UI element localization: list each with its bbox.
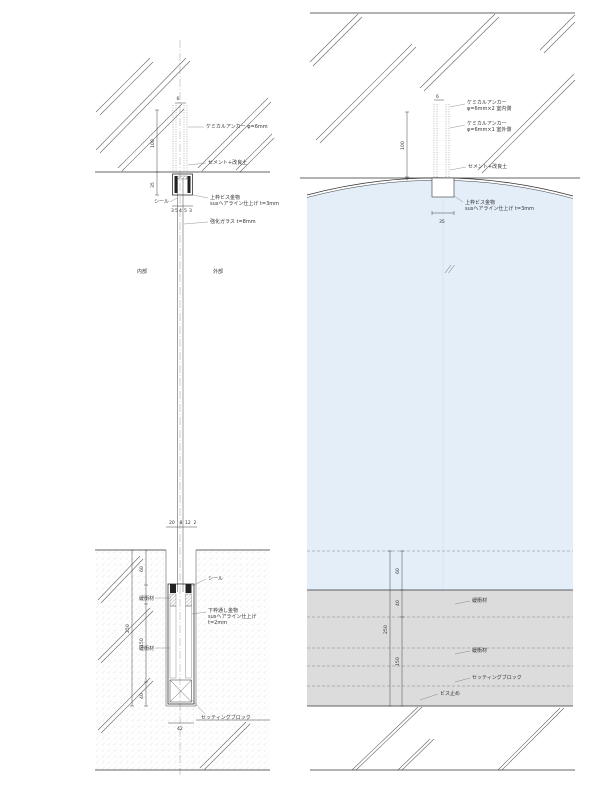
- head-width-dims: 3 5 4 5 3: [171, 205, 193, 214]
- glass-label: 強化ガラス t=8mm: [210, 218, 256, 225]
- bottom-width-dims: 20 8 12 2: [166, 520, 197, 528]
- seal-bottom-label: シール: [208, 576, 223, 582]
- mortar-leader: [187, 162, 207, 166]
- setting-block-leader: [454, 677, 471, 683]
- anchor-out-leader: [449, 124, 466, 129]
- pocket-depth-dim: 250: [383, 625, 389, 634]
- anchor-in-label-2: φ=6mm×2 室内側: [467, 105, 511, 112]
- anchor-in-label-1: ケミカルアンカー: [467, 99, 507, 106]
- bottom-width-dim: 8: [180, 520, 183, 526]
- seal-top-label: シール: [154, 199, 169, 205]
- chemical-anchors: [433, 104, 450, 177]
- anchor-in-leader: [449, 103, 466, 108]
- cushion-bottom-label: 緩衝材: [139, 645, 154, 652]
- bottom-width-dim: 2: [194, 520, 197, 526]
- anchor-label: ケミカルアンカー φ=6mm: [206, 123, 268, 130]
- setting-block-label: セッティングブロック: [472, 674, 522, 681]
- ceiling-break-lines: [95, 57, 275, 173]
- exterior-label: 外部: [213, 268, 223, 275]
- left-section-drawing: 6 100 35 ケミカルアンカー φ=6mm セメント+改良土 上枠ビス金物 …: [95, 40, 279, 775]
- block-depth-dim: 150: [139, 638, 145, 647]
- upper-frame-label-1: 上枠ビス金物: [465, 199, 495, 206]
- head-width-dim: 35: [439, 219, 445, 225]
- head-vertical-dims: [155, 109, 159, 196]
- chemical-anchors: [172, 105, 188, 172]
- lower-frame-label-2: susヘアライン仕上げ: [208, 613, 256, 620]
- mortar-label: セメント+改良土: [208, 159, 247, 166]
- setting-block-label: セッティングブロック: [201, 714, 251, 721]
- head-width-dim: 5: [184, 208, 187, 214]
- top-width-dim: 6: [177, 96, 180, 102]
- ceiling-break-lines: [309, 13, 576, 174]
- head-width-dims: [431, 211, 455, 215]
- tempered-glass: [177, 178, 184, 592]
- lower-frame: [167, 583, 195, 705]
- block-depth-dim: 150: [395, 657, 401, 666]
- upper-frame: [172, 173, 193, 196]
- cushion-bottom-label: 緩衝材: [472, 647, 487, 654]
- cushion-top-label: 緩衝材: [139, 595, 154, 602]
- head-width-dim: 3: [189, 208, 192, 214]
- lower-depth-dim: 40: [139, 693, 145, 699]
- pocket-outline: [165, 550, 197, 707]
- head-width-dim: 3: [171, 208, 174, 214]
- cushion-top-label: 緩衝材: [472, 597, 487, 604]
- screw-label: ビス止め: [440, 690, 460, 697]
- anchor-depth-dim: 100: [150, 139, 156, 148]
- anchor-out-label-1: ケミカルアンカー: [467, 120, 507, 127]
- seal-top-leader: [169, 197, 178, 203]
- floor-break-lines: [351, 706, 565, 771]
- glass-panel: [307, 179, 573, 591]
- upper-frame-leader: [453, 195, 464, 203]
- seal-depth-dim: 60: [139, 566, 145, 572]
- glass-mark: [444, 264, 455, 274]
- setting-block-leader: [191, 699, 206, 715]
- pocket-vertical-dims: [130, 549, 148, 707]
- upper-frame: [431, 177, 455, 198]
- anchor-depth-dim: 100: [400, 141, 406, 150]
- base-vertical-dims: [388, 550, 404, 707]
- concrete-floor: [95, 550, 270, 770]
- mortar-leader: [449, 166, 467, 171]
- cushion-depth-dim: 40: [395, 600, 401, 606]
- screw-leader: [419, 693, 439, 701]
- floor-break-lines: [97, 555, 251, 771]
- cushion-bottom-leader: [454, 650, 471, 655]
- anchor-out-label-2: φ=6mm×1 室外側: [467, 126, 511, 133]
- upper-frame-label-1: 上枠ビス金物: [210, 194, 240, 201]
- cushion-top-leader: [454, 600, 471, 605]
- upper-frame-label-2: susヘアライン仕上げ t=3mm: [465, 205, 534, 212]
- pocket-width-dim: 42: [177, 726, 183, 732]
- bottom-width-dim: 20: [169, 520, 175, 526]
- lower-frame-label-1: 下枠通し金物: [208, 607, 238, 614]
- mortar-label: セメント+改良土: [468, 163, 507, 170]
- bottom-width-dim: 12: [185, 520, 191, 526]
- head-width-dim: 4: [179, 208, 182, 214]
- right-elevation-drawing: 6 ケミカルアンカー φ=6mm×2 室内側 ケミカルアンカー φ=6mm×1 …: [300, 12, 580, 771]
- seal-bottom-leader: [191, 578, 207, 587]
- upper-frame-label-2: susヘアライン仕上げ t=3mm: [210, 200, 279, 207]
- interior-label: 内部: [137, 268, 147, 275]
- lower-frame-leader: [191, 611, 207, 615]
- head-width-dim: 5: [175, 208, 178, 214]
- upper-frame-leader: [192, 194, 209, 199]
- seal-depth-dim: 60: [395, 568, 401, 574]
- top-width-dim: 6: [436, 94, 439, 100]
- pocket-depth-dim: 250: [125, 624, 131, 633]
- lower-frame-label-3: t=2mm: [208, 620, 227, 626]
- glass-leader: [183, 221, 209, 225]
- head-depth-dim: 35: [150, 182, 156, 188]
